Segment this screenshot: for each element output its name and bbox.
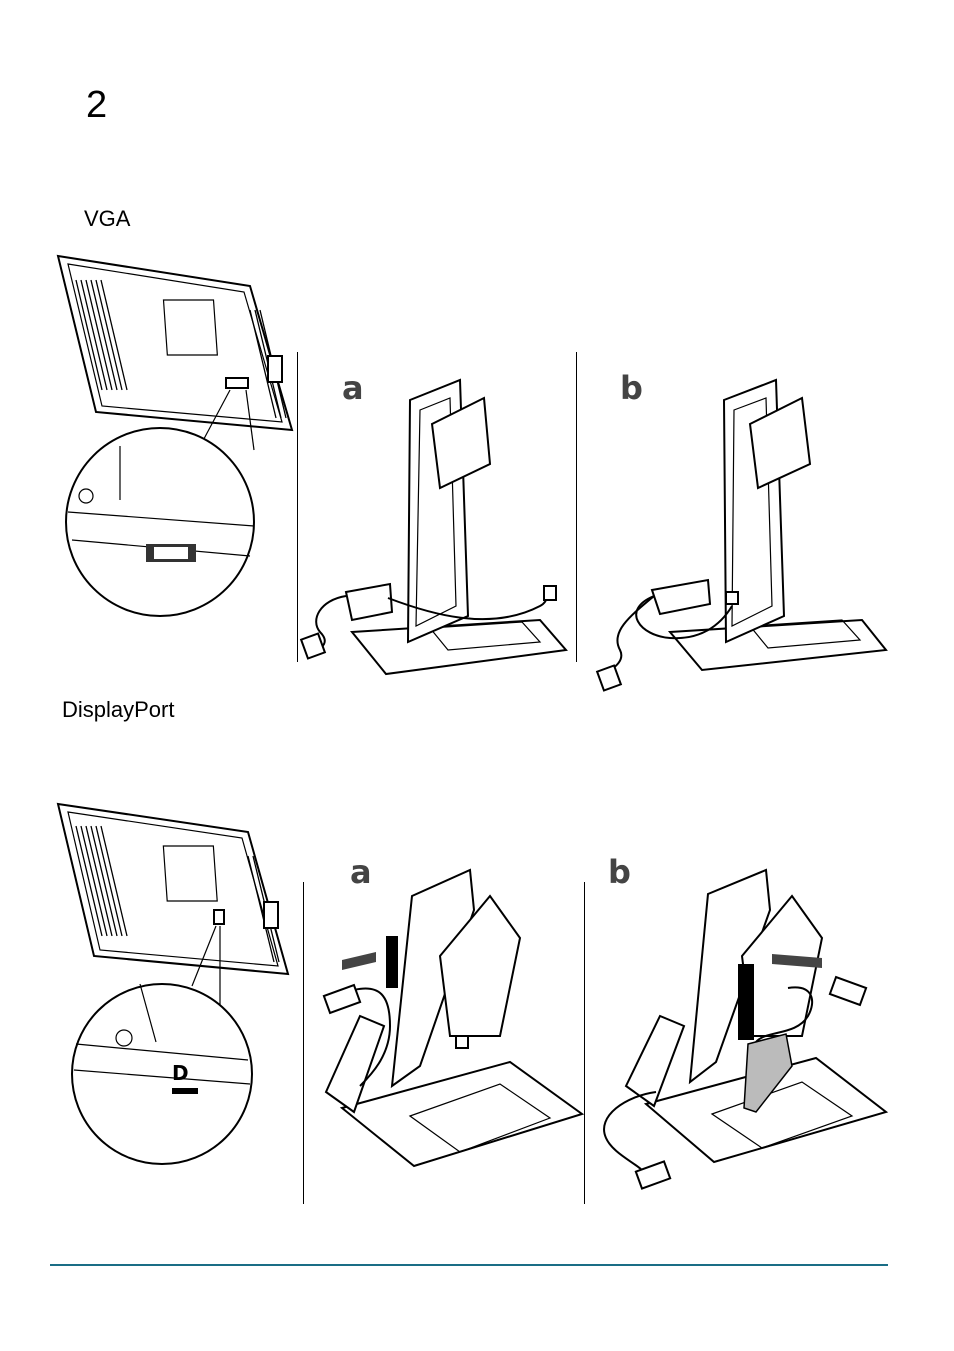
vga-divider-right bbox=[576, 352, 577, 662]
displayport-divider-left bbox=[303, 882, 304, 1204]
vga-stand-illustration-a bbox=[300, 370, 575, 690]
vga-monitor-illustration bbox=[50, 250, 300, 640]
vga-divider-left bbox=[297, 352, 298, 662]
footer-rule bbox=[50, 1264, 888, 1266]
displayport-stand-illustration-b bbox=[596, 866, 886, 1212]
displayport-divider-right bbox=[584, 882, 585, 1204]
vga-section-heading: VGA bbox=[84, 208, 130, 230]
displayport-stand-illustration-a bbox=[320, 866, 584, 1212]
svg-text:D: D bbox=[172, 1061, 189, 1085]
displayport-monitor-illustration: D bbox=[52, 798, 302, 1170]
step-number: 2 bbox=[86, 86, 107, 124]
displayport-section-heading: DisplayPort bbox=[62, 699, 174, 721]
vga-stand-illustration-b bbox=[580, 370, 890, 690]
